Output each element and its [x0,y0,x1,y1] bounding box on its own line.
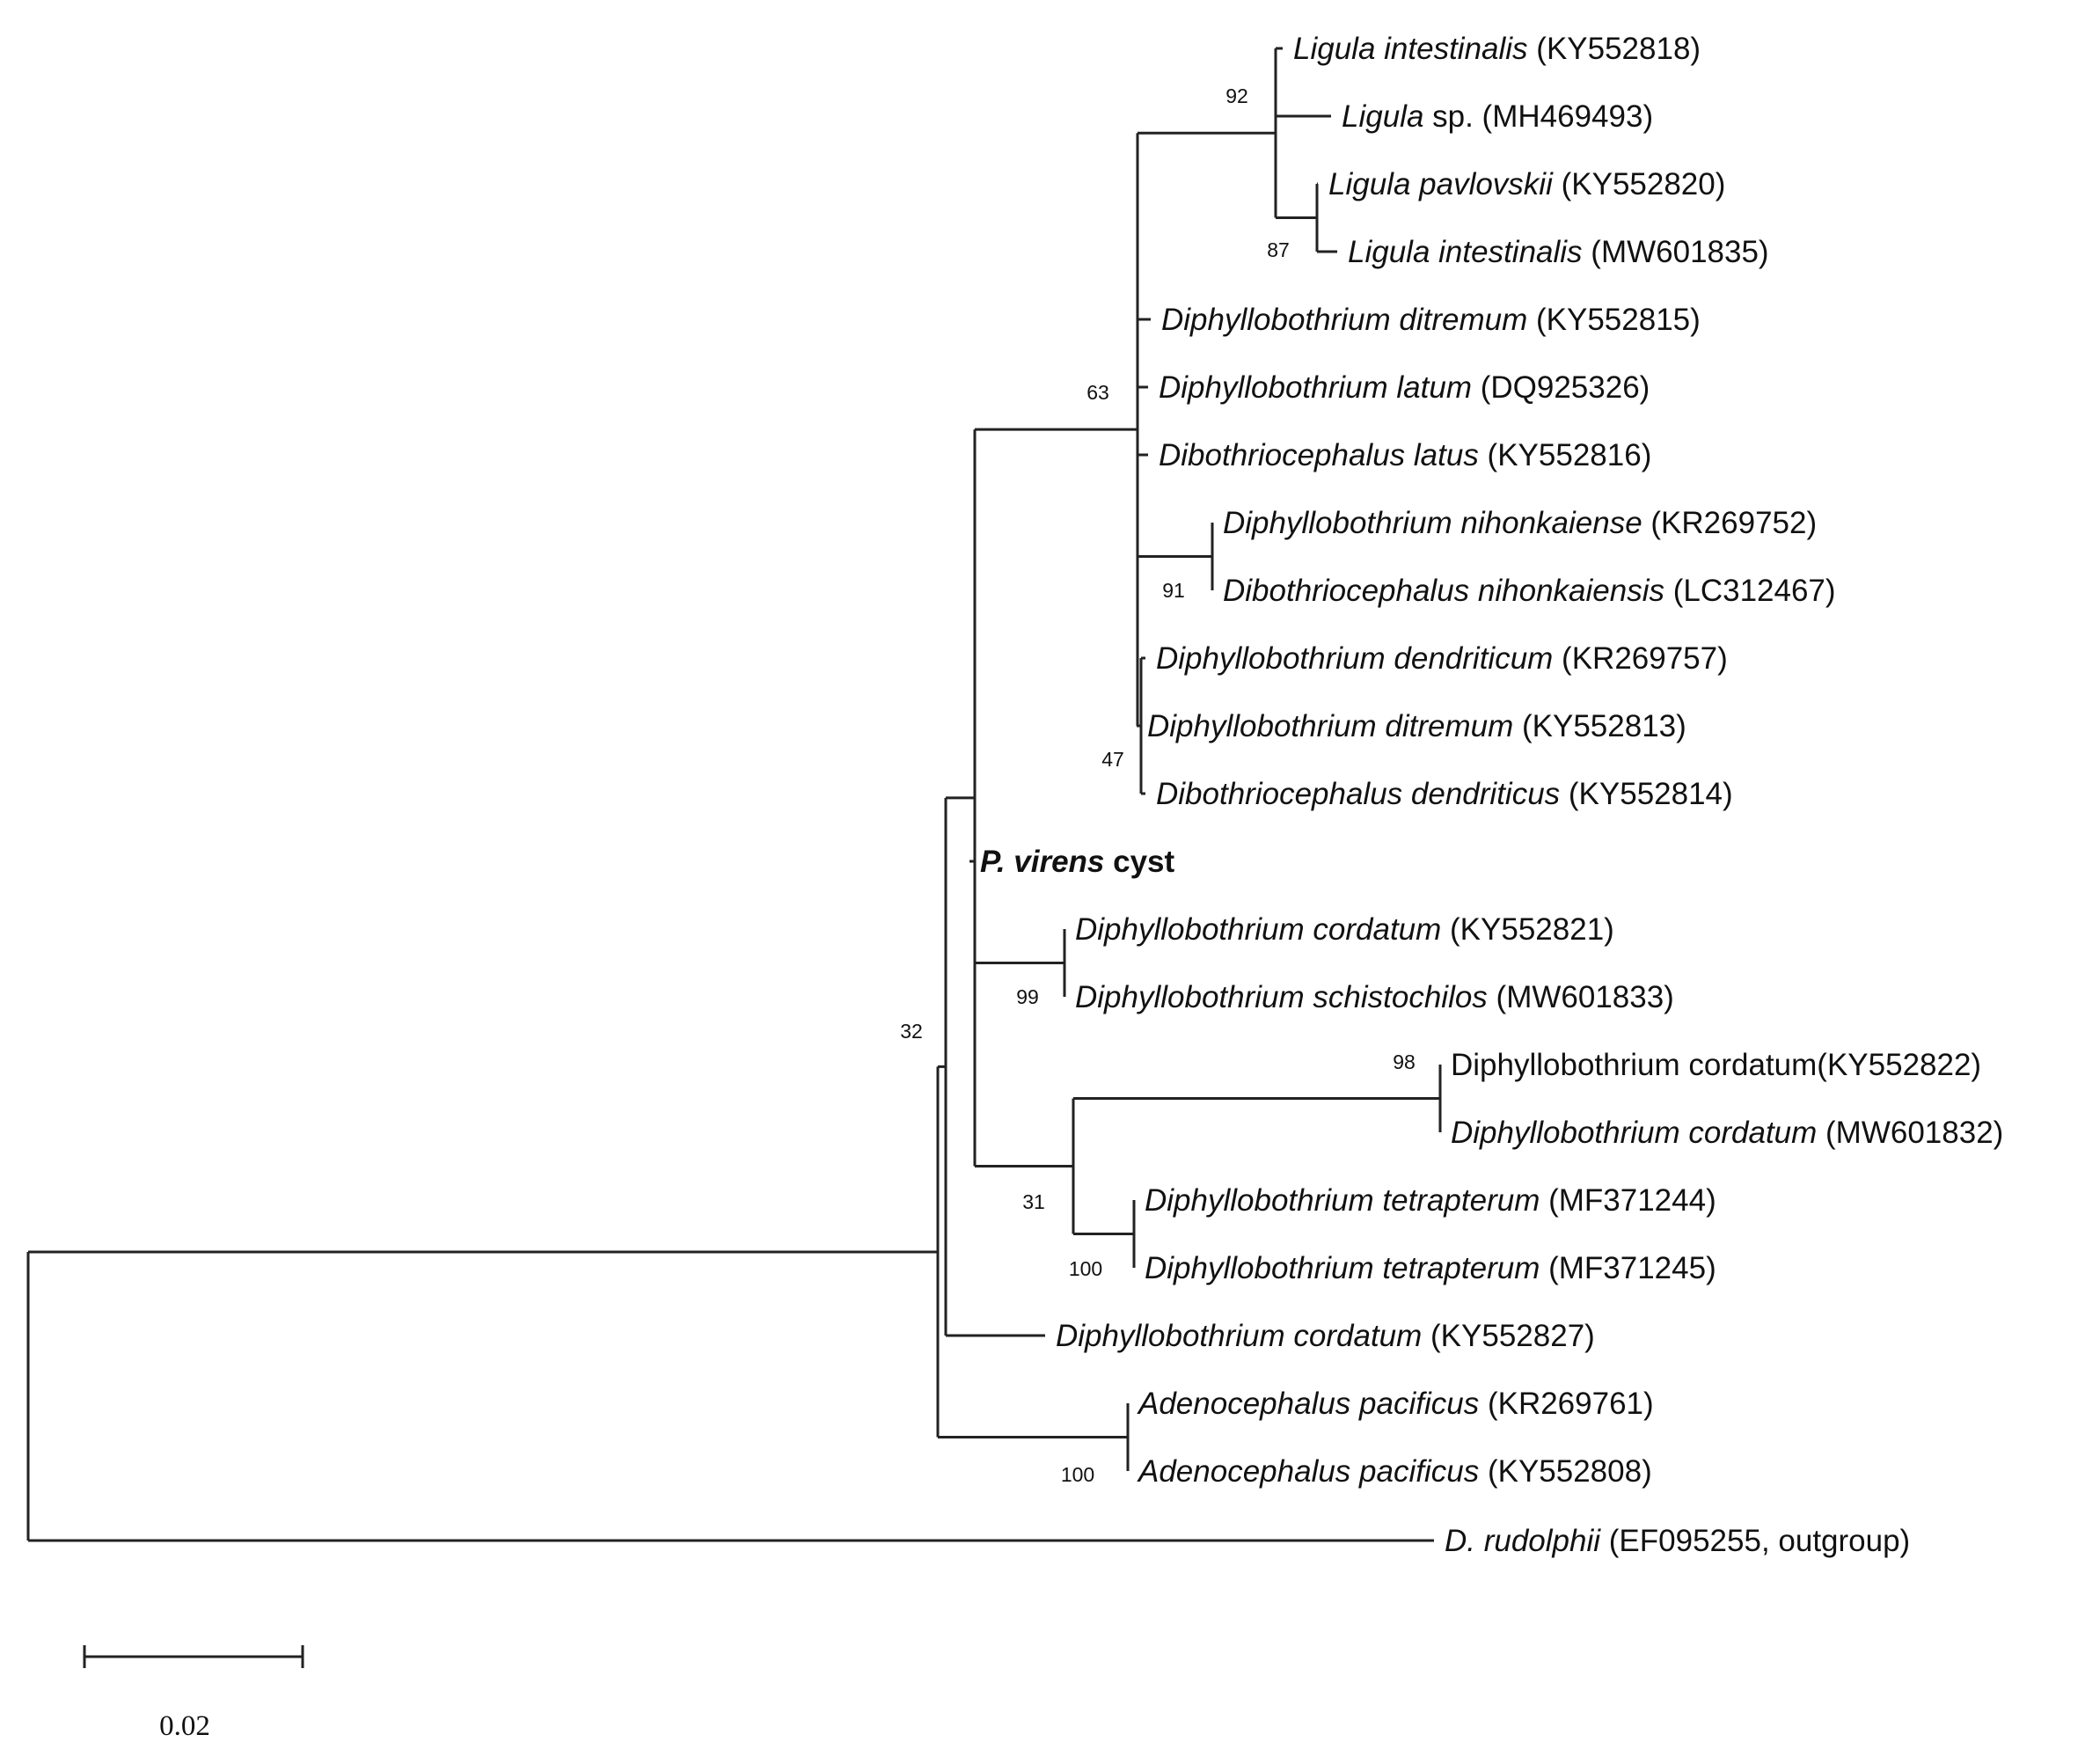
taxon-label-t22: Adenocephalus pacificus (KY552808) [1137,1454,1652,1489]
taxon-label-segment: Ligula intestinalis [1348,235,1583,269]
taxon-label-segment: (KY552816) [1479,438,1652,472]
bootstrap-value-n_cord_tetra: 31 [1022,1190,1045,1213]
taxon-label-segment: Dibothriocephalus latus [1159,438,1479,472]
taxon-label-t18: Diphyllobothrium tetrapterum (MF371244) [1145,1183,1716,1218]
taxon-label-t12: Dibothriocephalus dendriticus (KY552814) [1156,777,1733,811]
taxon-label-segment: Ligula intestinalis [1293,32,1528,66]
taxon-label-segment: (EF095255, outgroup) [1600,1524,1910,1558]
bootstrap-value-n_tetra: 100 [1069,1257,1102,1280]
taxon-label-t19: Diphyllobothrium tetrapterum (MF371245) [1145,1251,1716,1285]
taxon-label-t11: Diphyllobothrium ditremum (KY552813) [1147,709,1686,743]
scale-bar: 0.02 [83,1645,304,1742]
taxon-label-segment: Diphyllobothrium latum [1159,370,1472,405]
bootstrap-value-n_ligula: 92 [1225,84,1248,107]
taxon-label-segment: Diphyllobothrium tetrapterum [1145,1251,1540,1285]
taxon-label-t17: Diphyllobothrium cordatum (MW601832) [1451,1116,2003,1150]
taxon-label-segment: Diphyllobothrium tetrapterum [1145,1183,1540,1218]
taxon-label-t21: Adenocephalus pacificus (KR269761) [1137,1387,1654,1421]
taxon-label-segment: (KY552818) [1528,32,1701,66]
taxon-label-segment: (KY552821) [1441,912,1614,947]
bootstrap-value-n_cord_pair: 98 [1393,1050,1416,1073]
taxon-label-segment: (KR269757) [1553,641,1727,676]
taxon-label-t13: P. virens cyst [980,845,1175,879]
taxon-label-t15: Diphyllobothrium schistochilos (MW601833… [1075,980,1674,1014]
taxon-label-segment: (KY552820) [1553,167,1726,201]
taxon-label-t10: Diphyllobothrium dendriticum (KR269757) [1156,641,1728,676]
taxon-label-segment: (KR269761) [1479,1387,1653,1421]
taxon-label-t03: Ligula pavlovskii (KY552820) [1328,167,1725,201]
taxon-label-segment: P. virens [980,845,1104,879]
bootstrap-value-n_base: 32 [900,1020,923,1043]
taxon-label-t23: D. rudolphii (EF095255, outgroup) [1445,1524,1910,1558]
taxon-label-segment: Adenocephalus pacificus [1137,1387,1479,1421]
bootstrap-value-n_dendr: 47 [1101,748,1124,771]
taxon-label-segment: Diphyllobothrium ditremum [1147,709,1513,743]
taxon-label-segment: (MF371245) [1540,1251,1716,1285]
taxon-label-t07: Dibothriocephalus latus (KY552816) [1159,438,1651,472]
taxon-label-segment: Diphyllobothrium nihonkaiense [1223,506,1642,540]
taxon-label-t01: Ligula intestinalis (KY552818) [1293,32,1701,66]
taxon-label-t16: Diphyllobothrium cordatum(KY552822) [1451,1048,1981,1082]
taxon-label-segment: (KY552815) [1527,303,1701,337]
taxon-label-segment: (MF371244) [1540,1183,1716,1218]
taxon-label-t05: Diphyllobothrium ditremum (KY552815) [1161,303,1701,337]
bootstrap-value-n_nihon: 91 [1162,579,1185,602]
tree-branches [26,47,1442,1542]
taxon-label-segment: Diphyllobothrium schistochilos [1075,980,1488,1014]
taxon-label-t06: Diphyllobothrium latum (DQ925326) [1159,370,1650,405]
taxon-label-t08: Diphyllobothrium nihonkaiense (KR269752) [1223,506,1817,540]
bootstrap-labels: 92 87 63 91 47 99 32 98 31 100 100 [900,84,1416,1486]
bootstrap-value-n_adeno: 100 [1061,1463,1094,1486]
taxon-label-segment: (MW601833) [1488,980,1674,1014]
taxon-label-t09: Dibothriocephalus nihonkaiensis (LC31246… [1223,574,1836,608]
taxon-label-t20: Diphyllobothrium cordatum (KY552827) [1056,1319,1595,1353]
taxon-label-segment: Ligula pavlovskii [1328,167,1554,201]
taxon-label-segment: Diphyllobothrium cordatum [1056,1319,1422,1353]
taxon-label-segment: Adenocephalus pacificus [1137,1454,1479,1489]
taxon-label-segment: Dibothriocephalus dendriticus [1156,777,1560,811]
taxon-label-segment: (KR269752) [1642,506,1817,540]
scale-bar-label: 0.02 [159,1710,210,1742]
taxon-label-segment: Diphyllobothrium cordatum [1451,1116,1817,1150]
taxon-label-segment: (KY552827) [1422,1319,1595,1353]
taxon-label-t14: Diphyllobothrium cordatum (KY552821) [1075,912,1614,947]
taxon-label-segment: (MW601832) [1817,1116,2003,1150]
taxon-label-segment: Dibothriocephalus nihonkaiensis [1223,574,1664,608]
taxon-label-segment: Diphyllobothrium cordatum(KY552822) [1451,1048,1981,1082]
taxon-label-segment: (DQ925326) [1472,370,1650,405]
bootstrap-value-n_cord_schist: 99 [1016,985,1039,1008]
taxon-label-segment: (MW601835) [1583,235,1769,269]
taxon-label-segment: (KY552808) [1479,1454,1652,1489]
taxon-label-t04: Ligula intestinalis (MW601835) [1348,235,1769,269]
taxon-label-segment: (LC312467) [1664,574,1836,608]
taxon-label-segment: Diphyllobothrium ditremum [1161,303,1527,337]
taxon-label-segment: D. rudolphii [1445,1524,1601,1558]
taxon-label-t02: Ligula sp. (MH469493) [1342,99,1653,134]
bootstrap-value-n_diphyllo_main: 63 [1086,381,1109,404]
taxon-label-segment: (KY552813) [1513,709,1686,743]
taxon-label-segment: Ligula [1342,99,1423,134]
bootstrap-value-n_ligula_pair: 87 [1267,238,1290,261]
taxon-label-segment: sp. (MH469493) [1423,99,1653,134]
taxon-labels: Ligula intestinalis (KY552818) Ligula sp.… [980,32,2003,1558]
taxon-label-segment: (KY552814) [1560,777,1733,811]
taxon-label-segment: Diphyllobothrium dendriticum [1156,641,1553,676]
taxon-label-segment: cyst [1104,845,1174,879]
taxon-label-segment: Diphyllobothrium cordatum [1075,912,1441,947]
